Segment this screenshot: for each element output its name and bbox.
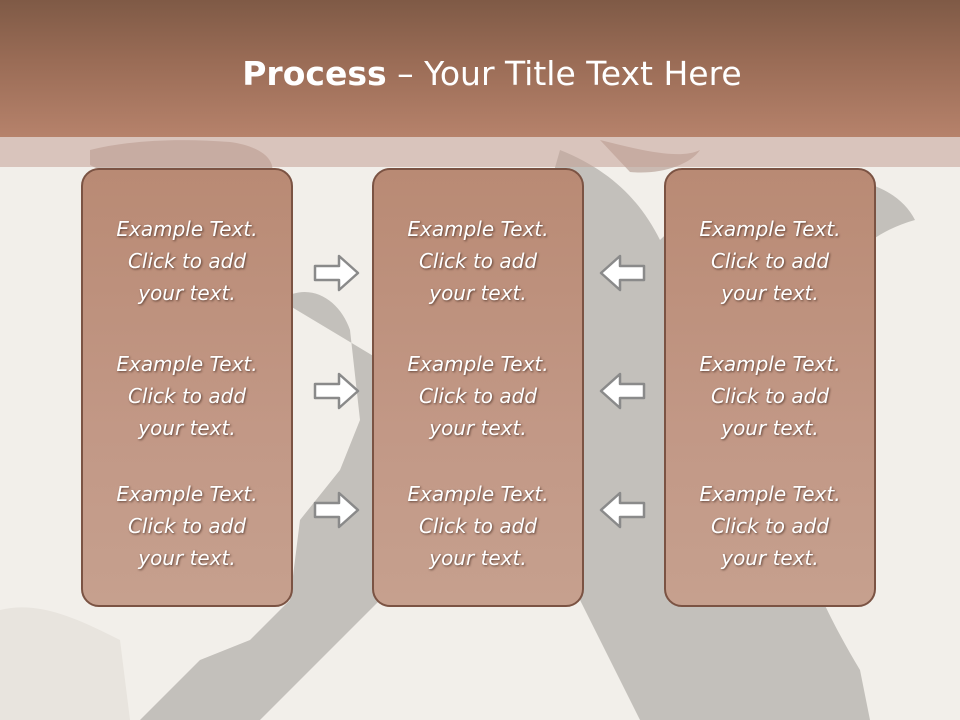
- placeholder-line: Example Text.: [407, 352, 549, 376]
- text-placeholder[interactable]: Example Text. Click to add your text.: [666, 348, 874, 444]
- text-placeholder[interactable]: Example Text. Click to add your text.: [83, 348, 291, 444]
- title-bold: Process: [242, 54, 387, 93]
- placeholder-line: Click to add: [710, 384, 830, 408]
- text-placeholder[interactable]: Example Text. Click to add your text.: [83, 213, 291, 309]
- text-placeholder[interactable]: Example Text. Click to add your text.: [666, 213, 874, 309]
- left-arrow-icon: [599, 491, 646, 529]
- placeholder-line: Click to add: [418, 249, 538, 273]
- left-arrow-icon: [599, 372, 646, 410]
- placeholder-line: Click to add: [710, 249, 830, 273]
- right-arrow-icon: [313, 491, 360, 529]
- placeholder-line: Example Text.: [699, 217, 841, 241]
- placeholder-line: Example Text.: [699, 482, 841, 506]
- text-placeholder[interactable]: Example Text. Click to add your text.: [374, 348, 582, 444]
- placeholder-line: Example Text.: [116, 352, 258, 376]
- placeholder-line: your text.: [138, 281, 236, 305]
- right-arrow-icon: [313, 254, 360, 292]
- placeholder-line: your text.: [721, 546, 819, 570]
- title-rest: – Your Title Text Here: [386, 54, 742, 93]
- placeholder-line: Click to add: [418, 514, 538, 538]
- placeholder-line: Example Text.: [699, 352, 841, 376]
- placeholder-line: your text.: [138, 546, 236, 570]
- header-bar: [0, 0, 960, 137]
- placeholder-line: your text.: [429, 546, 527, 570]
- process-box-left: Example Text. Click to add your text. Ex…: [81, 168, 293, 607]
- placeholder-line: Example Text.: [116, 482, 258, 506]
- process-box-center: Example Text. Click to add your text. Ex…: [372, 168, 584, 607]
- header-band: [0, 137, 960, 167]
- text-placeholder[interactable]: Example Text. Click to add your text.: [83, 478, 291, 574]
- placeholder-line: Click to add: [127, 249, 247, 273]
- placeholder-line: Click to add: [127, 514, 247, 538]
- placeholder-line: your text.: [721, 416, 819, 440]
- placeholder-line: Click to add: [418, 384, 538, 408]
- slide-title[interactable]: Process – Your Title Text Here: [0, 50, 960, 98]
- placeholder-line: Click to add: [127, 384, 247, 408]
- placeholder-line: Example Text.: [407, 482, 549, 506]
- placeholder-line: your text.: [138, 416, 236, 440]
- text-placeholder[interactable]: Example Text. Click to add your text.: [374, 478, 582, 574]
- placeholder-line: your text.: [429, 281, 527, 305]
- placeholder-line: Example Text.: [116, 217, 258, 241]
- placeholder-line: your text.: [429, 416, 527, 440]
- placeholder-line: Example Text.: [407, 217, 549, 241]
- placeholder-line: Click to add: [710, 514, 830, 538]
- text-placeholder[interactable]: Example Text. Click to add your text.: [374, 213, 582, 309]
- process-box-right: Example Text. Click to add your text. Ex…: [664, 168, 876, 607]
- right-arrow-icon: [313, 372, 360, 410]
- text-placeholder[interactable]: Example Text. Click to add your text.: [666, 478, 874, 574]
- placeholder-line: your text.: [721, 281, 819, 305]
- left-arrow-icon: [599, 254, 646, 292]
